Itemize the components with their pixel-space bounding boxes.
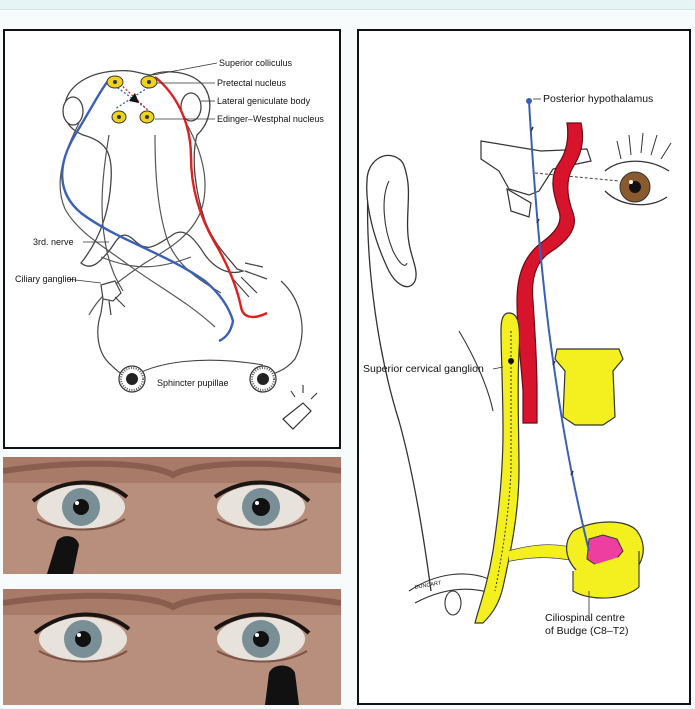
top-banner <box>0 0 695 10</box>
chain-axon <box>494 331 512 592</box>
lower-eyelid <box>604 190 668 206</box>
eyes-photo-drawing-2 <box>3 589 341 705</box>
orbital-structure-2 <box>506 187 532 218</box>
sphincter-pupillae-right <box>249 365 277 393</box>
label-sphincter-pupillae: Sphincter pupillae <box>157 378 229 388</box>
pupil-left <box>75 631 91 647</box>
ear-outline <box>366 154 417 288</box>
leader-lines-d <box>492 98 590 617</box>
crossing-dashes <box>110 82 156 110</box>
third-nerve-right <box>154 134 222 294</box>
neck-outline <box>367 170 432 592</box>
sympathetic-pathway-panel: Posterior hypothalamus Superior cervical… <box>357 29 691 705</box>
eyes-photo-light-left <box>3 457 341 574</box>
eye-loop-right <box>262 280 303 376</box>
pupil <box>629 181 641 193</box>
vertebral-segment <box>554 348 624 426</box>
nerve-to-eye <box>534 172 620 182</box>
pathway-arrows <box>530 126 574 476</box>
lateral-geniculate-right <box>180 92 202 122</box>
optic-chiasm <box>100 256 192 268</box>
spinal-cord-cut <box>572 551 640 599</box>
artist-signature: DUNCART <box>414 580 442 591</box>
pupillary-reflex-diagram: Superior colliculus Pretectal nucleus La… <box>15 58 324 430</box>
pupil-right <box>252 498 270 516</box>
label-posterior-hypothalamus: Posterior hypothalamus <box>543 93 653 105</box>
ciliary-nerves-left <box>100 296 126 316</box>
upper-eyelid <box>604 160 670 172</box>
label-lateral-geniculate-body: Lateral geniculate body <box>217 96 311 106</box>
label-edinger-westphal-nucleus: Edinger–Westphal nucleus <box>217 114 324 124</box>
aqueduct-marker <box>129 93 139 103</box>
efferent-pathway <box>154 76 268 319</box>
leader-lines <box>66 62 218 284</box>
ramus-fill <box>509 545 585 563</box>
ciliary-nerves-right <box>232 262 268 298</box>
ganglion-cell <box>508 358 514 364</box>
afferent-pathway <box>61 76 235 343</box>
eyes-photo-light-right <box>3 589 341 705</box>
penlight-icon <box>282 385 318 430</box>
label-ciliospinal-centre-1: Ciliospinal centre <box>545 612 625 624</box>
eye-connection <box>128 359 264 380</box>
penlight-shadow-1 <box>47 536 79 574</box>
hypothalamospinal-tract <box>528 100 590 552</box>
third-nerve-left <box>101 134 124 292</box>
carotid-artery <box>516 122 584 424</box>
eyelashes <box>616 132 672 160</box>
label-ciliary-ganglion: Ciliary ganglion <box>15 274 77 284</box>
eyes-photo-drawing-1 <box>3 457 341 574</box>
label-superior-colliculus: Superior colliculus <box>219 58 293 68</box>
penlight-shadow-2 <box>265 665 299 705</box>
label-pretectal-nucleus: Pretectal nucleus <box>217 78 287 88</box>
rib-section <box>444 590 462 616</box>
sphincter-pupillae-left <box>118 365 146 393</box>
pupil-right <box>253 631 269 647</box>
pupillary-reflex-panel: Superior colliculus Pretectal nucleus La… <box>3 29 341 449</box>
label-ciliospinal-centre-2: of Budge (C8–T2) <box>545 625 628 637</box>
sympathetic-chain <box>474 312 521 624</box>
label-third-nerve: 3rd. nerve <box>33 237 74 247</box>
brainstem-outline <box>64 69 246 274</box>
ciliary-ganglion-shape <box>100 280 122 302</box>
ear-inner <box>383 180 408 266</box>
jaw-outline <box>458 330 494 412</box>
lateral-geniculate-left <box>62 96 84 126</box>
label-superior-cervical-ganglion: Superior cervical ganglion <box>363 363 484 375</box>
sympathetic-pathway-diagram: Posterior hypothalamus Superior cervical… <box>363 93 672 637</box>
pupil-left <box>73 499 89 515</box>
